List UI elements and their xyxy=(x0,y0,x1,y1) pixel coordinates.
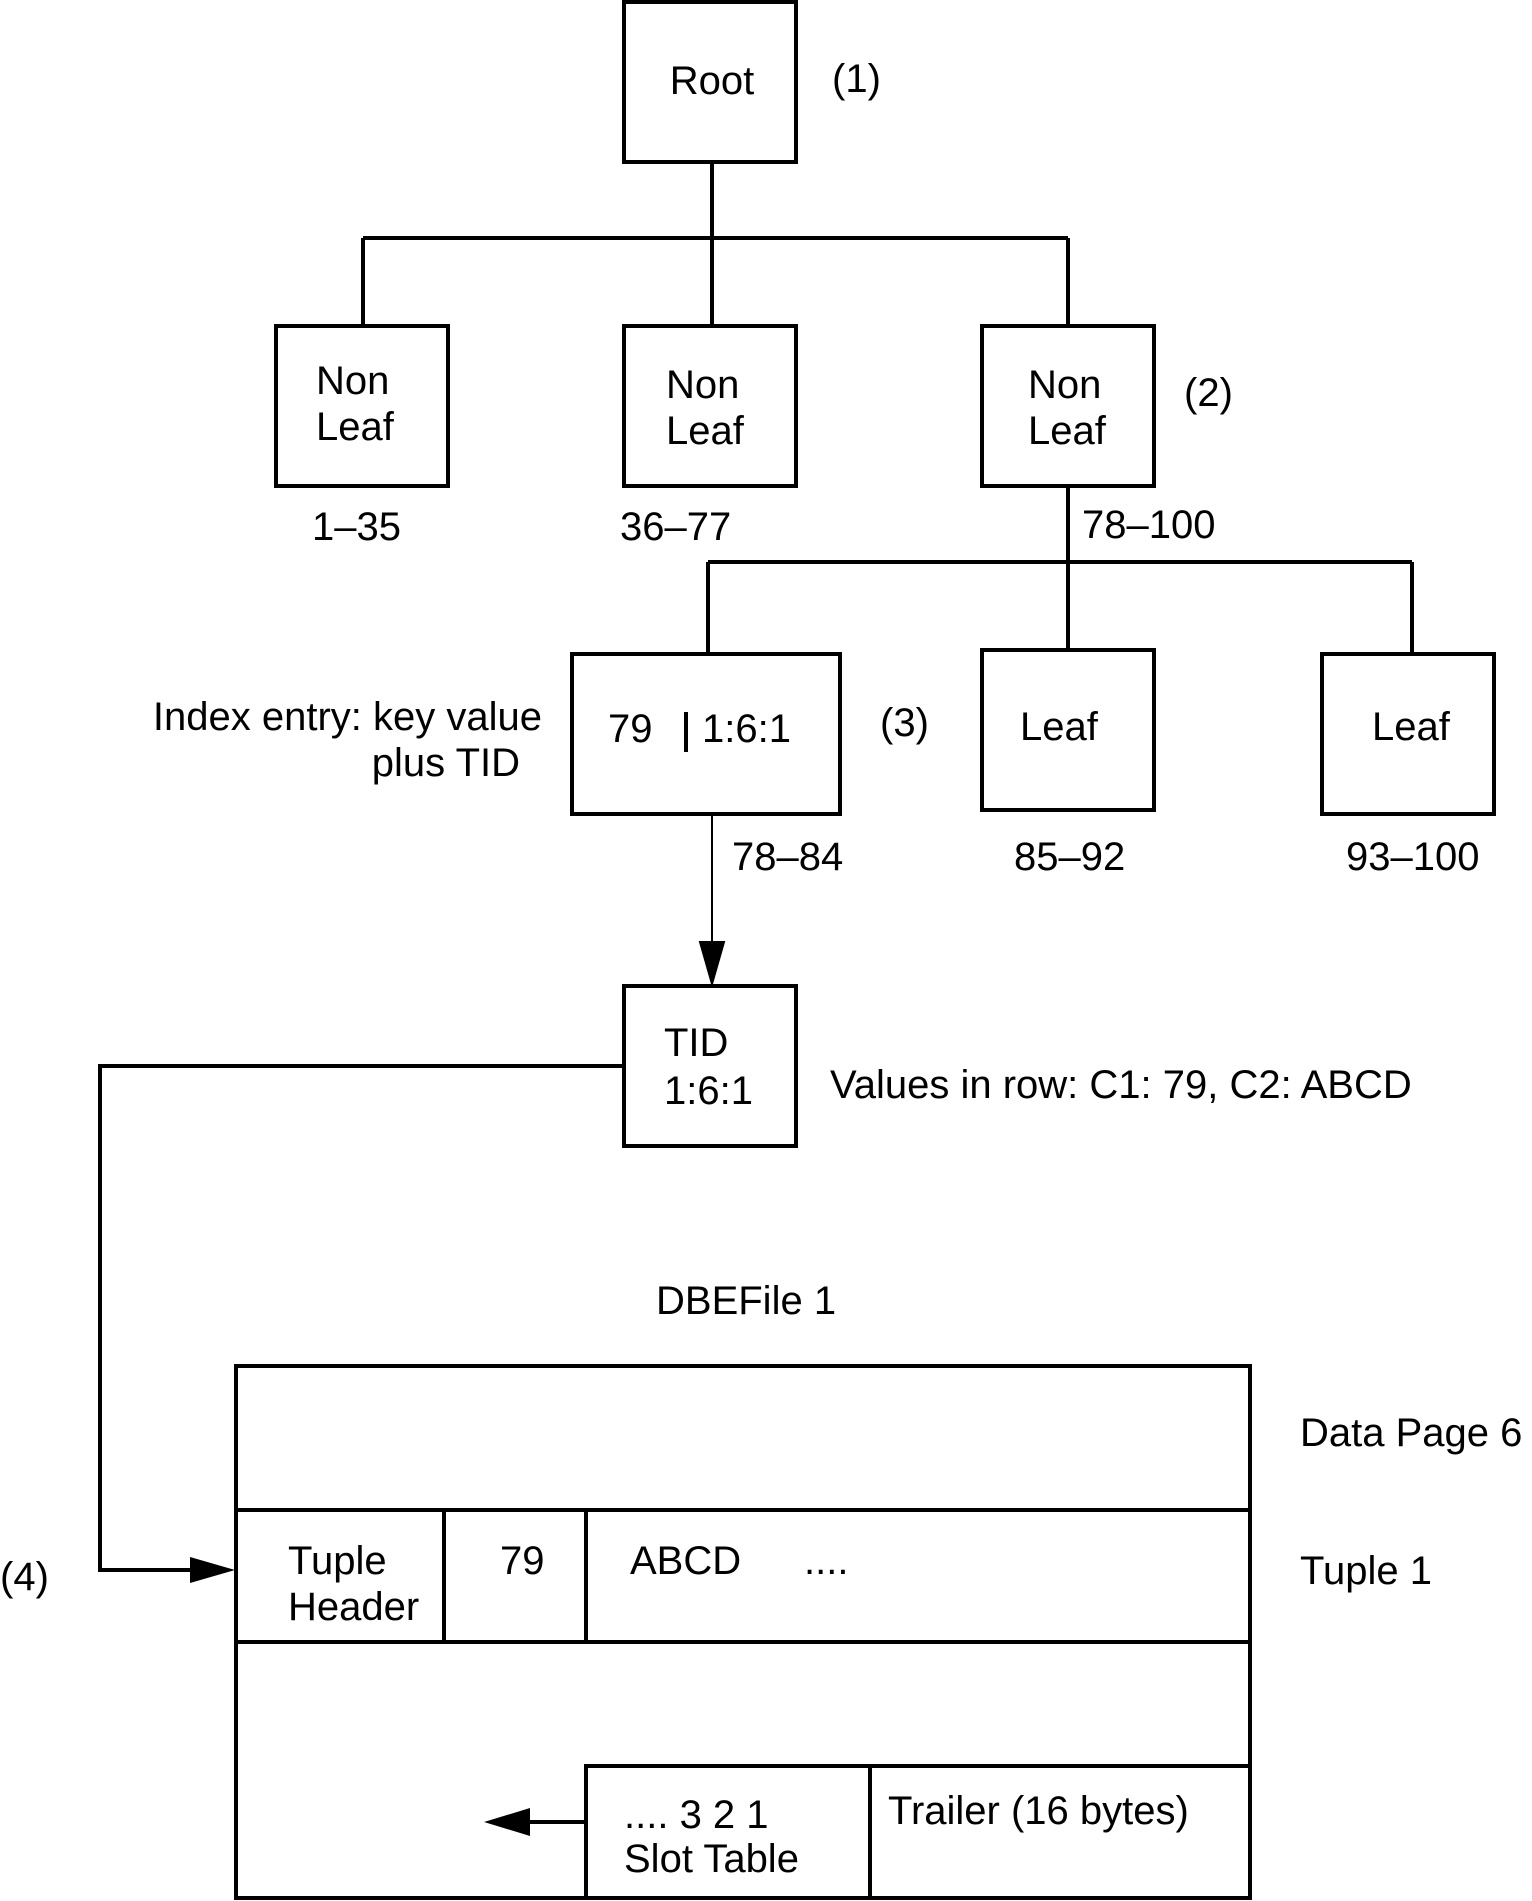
nonleaf-node-middle xyxy=(622,324,798,488)
slot-table-box xyxy=(584,1764,872,1900)
leaf-node-middle xyxy=(980,648,1156,812)
nonleaf-right-line2: Leaf xyxy=(1028,409,1107,453)
row-values-text: Values in row: C1: 79, C2: ABCD xyxy=(830,1063,1412,1107)
leaf-node-index-entry xyxy=(570,652,842,816)
tid-box xyxy=(622,984,798,1148)
tuple-c1-value: 79 xyxy=(500,1539,545,1583)
nonleaf-mid-range: 36–77 xyxy=(620,505,731,549)
root-label: Root xyxy=(670,59,755,103)
nonleaf-right-range: 78–100 xyxy=(1082,503,1215,547)
leaf-to-tid-arrow xyxy=(698,814,726,988)
slot-table-line2: Slot Table xyxy=(624,1837,799,1881)
step-marker-3: (3) xyxy=(880,701,929,745)
nonleaf-mid-line2: Leaf xyxy=(666,409,745,453)
trailer-box xyxy=(868,1764,1252,1900)
tid-label-line2: 1:6:1 xyxy=(664,1069,753,1113)
tuple-header-line1: Tuple xyxy=(288,1539,387,1583)
leaf-entry-range: 78–84 xyxy=(732,835,843,879)
trailer-label: Trailer (16 bytes) xyxy=(888,1789,1189,1833)
tid-label-line1: TID xyxy=(664,1021,728,1065)
index-note-line1: Index entry: key value xyxy=(153,695,542,739)
nonleaf-node-left xyxy=(274,324,450,488)
tid-to-tuple-arrow xyxy=(98,1064,624,1583)
dbefile-title: DBEFile 1 xyxy=(656,1279,836,1323)
nonleaf-left-line1: Non xyxy=(316,359,389,403)
index-entry-tid: 1:6:1 xyxy=(702,707,791,751)
root-node xyxy=(622,0,798,164)
tuple-c2-value: ABCD xyxy=(630,1539,741,1583)
step-marker-2: (2) xyxy=(1184,371,1233,415)
slot-table-arrow xyxy=(484,1808,586,1836)
tuple-header-line2: Header xyxy=(288,1585,419,1629)
index-note-line2: plus TID xyxy=(372,741,520,785)
leaf-mid-range: 85–92 xyxy=(1014,835,1125,879)
nonleaf-right-line1: Non xyxy=(1028,363,1101,407)
step-marker-1: (1) xyxy=(832,57,881,101)
tree-connectors xyxy=(361,162,1414,654)
index-entry-key: 79 xyxy=(608,707,653,751)
nonleaf-left-range: 1–35 xyxy=(312,505,401,549)
data-page-label: Data Page 6 xyxy=(1300,1411,1522,1455)
tuple-ellipsis: .... xyxy=(804,1539,848,1583)
nonleaf-node-right xyxy=(980,324,1156,488)
tuple-label: Tuple 1 xyxy=(1300,1549,1432,1593)
step-marker-4: (4) xyxy=(0,1555,49,1599)
slot-table-line1: .... 3 2 1 xyxy=(624,1793,769,1837)
leaf-right-label: Leaf xyxy=(1372,705,1451,749)
nonleaf-mid-line1: Non xyxy=(666,363,739,407)
nonleaf-left-line2: Leaf xyxy=(316,405,395,449)
leaf-right-range: 93–100 xyxy=(1346,835,1479,879)
leaf-node-right xyxy=(1320,652,1496,816)
leaf-mid-label: Leaf xyxy=(1020,705,1099,749)
